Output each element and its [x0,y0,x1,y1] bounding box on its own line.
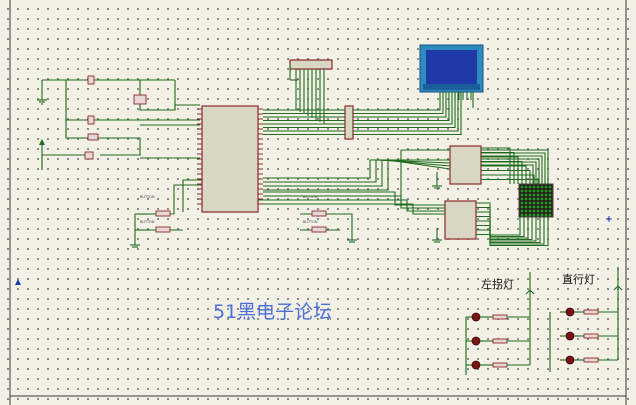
left-turn-led-group [465,272,535,375]
driver-ic-bottom [444,200,477,240]
pin-header-connector [289,59,333,124]
push-button-group-left: BUTTON BUTTON [130,179,202,248]
svg-text:BUTTON: BUTTON [303,195,318,199]
ground-symbol-icon [432,172,442,189]
straight-light-label: 直行灯 [562,272,595,286]
latch-chip [263,92,462,140]
straight-led-group [549,267,623,372]
led-dot-matrix [518,183,554,218]
left-turn-light-label: 左拐灯 [481,277,514,291]
power-arrow-icon [15,279,21,285]
svg-text:BUTTON: BUTTON [140,195,155,199]
crystal-oscillator-circuit [37,75,200,170]
mcu-chip [197,105,263,213]
lcd-display [419,44,484,108]
watermark-text: 51黑电子论坛 [213,301,332,323]
push-button-group-right: BUTTON BUTTON [258,195,357,243]
driver-wiring [263,147,549,247]
svg-text:BUTTON: BUTTON [303,220,318,224]
driver-ic-top [449,145,482,185]
cross-marker-icon [606,216,612,222]
ground-symbol-icon [432,228,442,243]
svg-text:BUTTON: BUTTON [140,220,155,224]
